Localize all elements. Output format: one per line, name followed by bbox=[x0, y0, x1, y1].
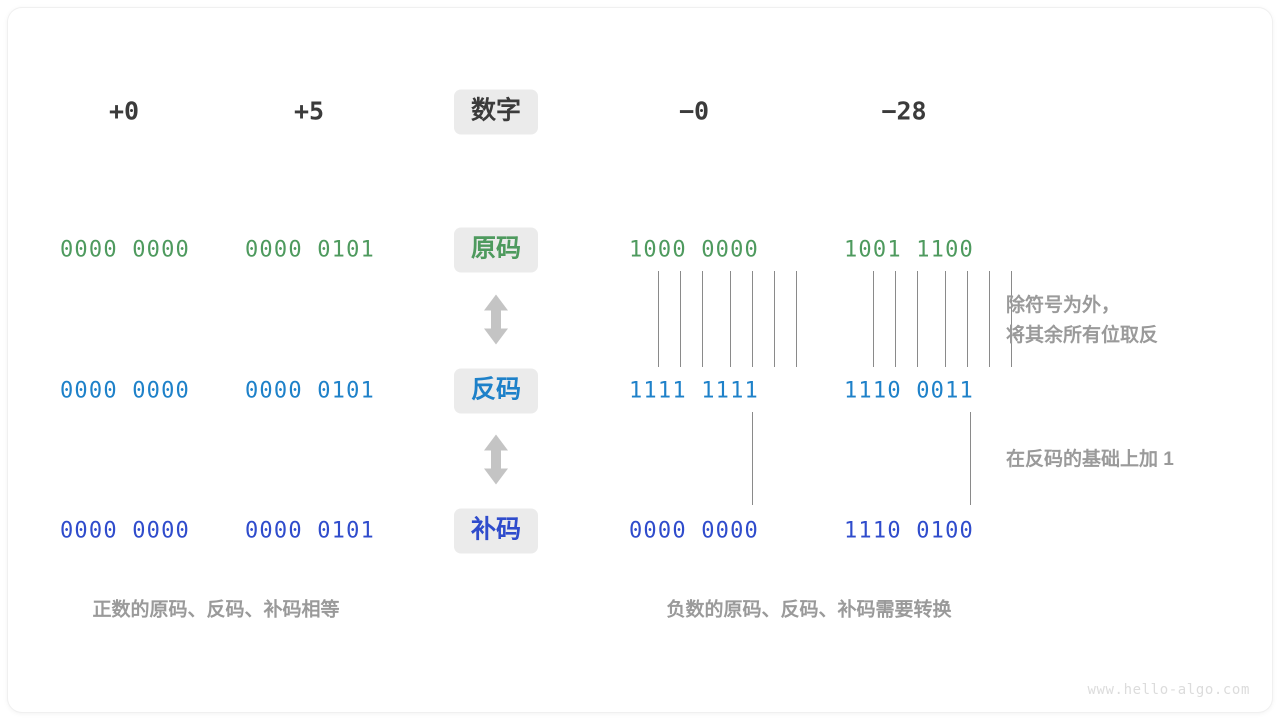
diagram-stage: +0 +5 −0 −28 数字 原码 反码 补码 0000 0000 0000 … bbox=[8, 8, 1272, 712]
column-header-plus-five: +5 bbox=[293, 96, 325, 126]
bits-complement-minus-twentyeight: 1110 0100 bbox=[843, 518, 975, 544]
connector-line bbox=[1011, 271, 1012, 367]
row-label-inverse-code: 反码 bbox=[453, 368, 539, 414]
note-invert-rule: 除符号为外， 将其余所有位取反 bbox=[1006, 295, 1159, 346]
column-header-plus-zero: +0 bbox=[108, 96, 140, 126]
bits-complement-plus-five: 0000 0101 bbox=[244, 518, 376, 544]
row-label-complement-code: 补码 bbox=[453, 508, 539, 554]
bits-original-minus-zero: 1000 0000 bbox=[628, 237, 760, 263]
connector-line bbox=[702, 271, 703, 367]
bits-inverse-plus-five: 0000 0101 bbox=[244, 378, 376, 404]
connector-line bbox=[752, 271, 753, 367]
connector-line bbox=[752, 412, 753, 505]
bits-inverse-minus-zero: 1111 1111 bbox=[628, 378, 760, 404]
connector-line bbox=[730, 271, 731, 367]
connector-line bbox=[774, 271, 775, 367]
bits-original-minus-twentyeight: 1001 1100 bbox=[843, 237, 975, 263]
connector-line bbox=[680, 271, 681, 367]
caption-negative: 负数的原码、反码、补码需要转换 bbox=[666, 599, 952, 621]
bits-original-plus-five: 0000 0101 bbox=[244, 237, 376, 263]
bits-inverse-minus-twentyeight: 1110 0011 bbox=[843, 378, 975, 404]
column-header-minus-twentyeight: −28 bbox=[881, 96, 927, 126]
connector-line bbox=[873, 271, 874, 367]
note-add-one-rule: 在反码的基础上加 1 bbox=[1006, 449, 1174, 470]
connector-line bbox=[945, 271, 946, 367]
caption-positive: 正数的原码、反码、补码相等 bbox=[92, 599, 340, 621]
connector-line bbox=[970, 412, 971, 505]
bits-inverse-plus-zero: 0000 0000 bbox=[59, 378, 191, 404]
bits-complement-plus-zero: 0000 0000 bbox=[59, 518, 191, 544]
watermark: www.hello-algo.com bbox=[1087, 682, 1250, 698]
column-header-minus-zero: −0 bbox=[678, 96, 710, 126]
connector-line bbox=[989, 271, 990, 367]
bits-original-plus-zero: 0000 0000 bbox=[59, 237, 191, 263]
row-label-number: 数字 bbox=[453, 89, 539, 135]
connector-line bbox=[917, 271, 918, 367]
arrow-up-down-icon-1 bbox=[481, 294, 511, 351]
arrow-up-down-icon-2 bbox=[481, 434, 511, 491]
connector-line bbox=[658, 271, 659, 367]
figure-card: +0 +5 −0 −28 数字 原码 反码 补码 0000 0000 0000 … bbox=[8, 8, 1272, 712]
connector-line bbox=[796, 271, 797, 367]
row-label-original-code: 原码 bbox=[453, 227, 539, 273]
bits-complement-minus-zero: 0000 0000 bbox=[628, 518, 760, 544]
connector-line bbox=[967, 271, 968, 367]
connector-line bbox=[895, 271, 896, 367]
